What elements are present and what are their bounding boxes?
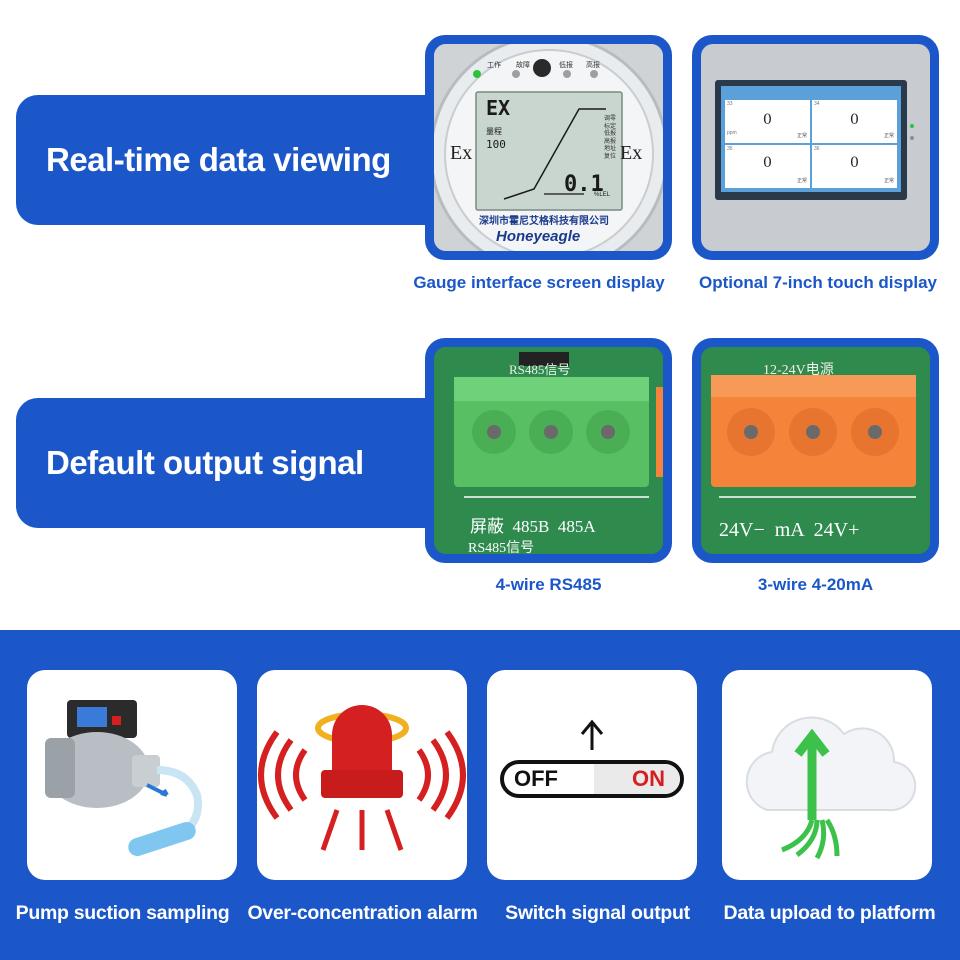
cell-status: 正常 [796, 133, 807, 139]
cell-value: 0 [763, 155, 772, 171]
feature-tile-alarm [257, 670, 467, 880]
rs485-pin-labels: 屏蔽 485B 485A [470, 517, 596, 536]
lcd-side-label: 地址 [604, 146, 617, 152]
cloud-upload-icon [745, 716, 917, 860]
touch-cell[interactable]: 35 0 正常 [725, 145, 810, 188]
indicator-low-alarm-label: 低报 [559, 62, 573, 69]
lcd-side-label: 高报 [604, 138, 617, 145]
rs485-terminal-image [434, 347, 663, 554]
touch-caption: Optional 7-inch touch display [698, 273, 938, 292]
lcd-unit: %LEL [594, 192, 611, 198]
lcd-side-label: 标定 [604, 123, 617, 130]
indicator-work-label: 工作 [487, 62, 501, 69]
cell-id: 36 [814, 146, 820, 152]
cell-value: 0 [763, 112, 772, 128]
touch-cell[interactable]: 33 0 ppm 正常 [725, 100, 810, 143]
output-heading-banner: Default output signal [16, 398, 456, 528]
lcd-reading: 0.1 [564, 172, 604, 197]
pump-icon [45, 700, 202, 857]
feature-label-pump: Pump suction sampling [15, 902, 230, 924]
switch-on-label: ON [632, 766, 665, 791]
touch-cell[interactable]: 34 0 正常 [812, 100, 897, 143]
gauge-display-image [434, 44, 663, 251]
realtime-heading-banner: Real-time data viewing [16, 95, 456, 225]
cell-id: 35 [727, 146, 733, 152]
cell-value: 0 [850, 155, 859, 171]
touch-grid: 33 0 ppm 正常 34 0 正常 35 0 正常 36 0 正常 [725, 100, 897, 188]
ex-mark-left: Ex [450, 142, 473, 164]
ma-pin-labels: 24V− mA 24V+ [719, 519, 860, 541]
lcd-side-labels: 调零 标定 低报 高报 地址 复位 [604, 116, 616, 161]
feature-label-alarm: Over-concentration alarm [247, 902, 478, 924]
gauge-brand: Honeyeagle [496, 228, 581, 245]
touch-led-icon [910, 124, 914, 128]
indicator-high-alarm-label: 高报 [586, 62, 600, 69]
lcd-range-label: 量程 [486, 127, 502, 136]
cell-id: 34 [814, 101, 820, 107]
indicator-fault-label: 故障 [516, 62, 530, 69]
switch-toggle-icon[interactable]: OFF ON [500, 760, 684, 798]
realtime-heading: Real-time data viewing [46, 141, 391, 178]
cell-status: 正常 [883, 133, 894, 139]
up-arrow-icon [580, 719, 604, 750]
alarm-siren-icon [258, 705, 466, 851]
feature-tile-switch: OFF ON [487, 670, 697, 880]
cell-status: 正常 [796, 178, 807, 184]
lcd-side-label: 低报 [604, 131, 617, 137]
rs485-caption: 4-wire RS485 [495, 575, 602, 594]
ma-top-label: 12-24V电源 [763, 363, 834, 378]
rs485-card: RS485信号 屏蔽 485B 485A RS485信号 [425, 338, 672, 563]
feature-tile-cloud [722, 670, 932, 880]
lcd-range-value: 100 [486, 138, 506, 151]
gauge-display-card: 工作 故障 低报 高报 Ex Ex EX 量程 100 0.1 %LEL 调零 … [425, 35, 672, 260]
ma-caption: 3-wire 4-20mA [757, 575, 874, 594]
ma-card: 12-24V电源 24V− mA 24V+ [692, 338, 939, 563]
rs485-top-label: RS485信号 [509, 362, 571, 377]
lcd-side-label: 复位 [604, 153, 617, 160]
touch-display-card: 33 0 ppm 正常 34 0 正常 35 0 正常 36 0 正常 [692, 35, 939, 260]
lcd-side-label: 调零 [604, 116, 617, 122]
gauge-caption: Gauge interface screen display [413, 273, 665, 292]
feature-label-switch: Switch signal output [505, 902, 690, 924]
ma-terminal-image [701, 347, 930, 554]
switch-off-label: OFF [514, 766, 558, 791]
touch-cell[interactable]: 36 0 正常 [812, 145, 897, 188]
output-heading: Default output signal [46, 444, 364, 481]
lcd-gas-type: EX [486, 96, 511, 120]
cell-status: 正常 [883, 178, 894, 184]
touch-led-icon [910, 136, 914, 140]
cell-id: 33 [727, 101, 733, 107]
feature-tile-pump [27, 670, 237, 880]
cell-unit: ppm [727, 130, 737, 136]
gauge-company-name: 深圳市霍尼艾格科技有限公司 [479, 216, 609, 227]
cell-value: 0 [850, 112, 859, 128]
rs485-bottom-label: RS485信号 [468, 541, 535, 554]
switch-thumb [594, 764, 680, 794]
features-panel: Pump suction sampling Over-concentration… [0, 630, 960, 960]
ex-mark-right: Ex [620, 142, 643, 164]
feature-label-cloud: Data upload to platform [723, 902, 936, 924]
